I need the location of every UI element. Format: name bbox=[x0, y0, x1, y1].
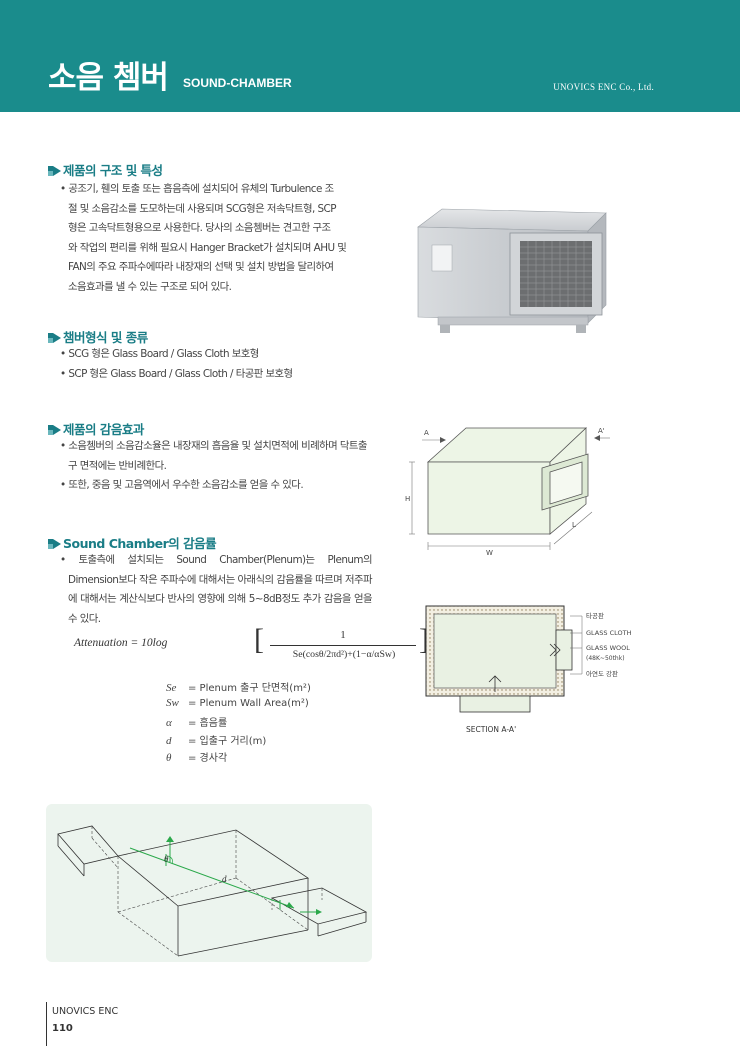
page-title: 소음 쳄버 bbox=[48, 60, 169, 96]
formula-numerator: 1 bbox=[340, 629, 346, 641]
section-marker-icon bbox=[48, 425, 61, 435]
variable-symbol: θ bbox=[166, 752, 172, 764]
variable-row: Se = Plenum 출구 단면적(m²) bbox=[166, 679, 311, 697]
section-marker-icon bbox=[48, 166, 61, 176]
product-photo bbox=[417, 208, 607, 333]
section-title-text: 제품의 구조 및 특성 bbox=[63, 163, 163, 178]
text-line: • 공조기, 휀의 토출 또는 흡음측에 설치되어 유체의 Turbulence… bbox=[60, 183, 334, 195]
page-header: 소음 쳄버 SOUND-CHAMBER UNOVICS ENC Co., Ltd… bbox=[0, 0, 740, 112]
layer-label: 아연도 강판 bbox=[586, 669, 618, 678]
section-title-text: Sound Chamber의 감음률 bbox=[63, 536, 217, 551]
page-number: 110 bbox=[52, 1023, 73, 1034]
path-diagram: θ d bbox=[57, 825, 368, 957]
label-d: d bbox=[222, 874, 227, 884]
label-l: L bbox=[572, 521, 576, 529]
list-item: • 토출측에 설치되는 Sound Chamber(Plenum)는 Plenu… bbox=[60, 554, 373, 625]
list-item: • SCG 형은 Glass Board / Glass Cloth 보호형 bbox=[60, 348, 259, 360]
attenuation-paragraph: • 토출측에 설치되는 Sound Chamber(Plenum)는 Plenu… bbox=[60, 551, 373, 629]
formula-denominator: Se(cosθ/2πd²)+(1−α/αSw) bbox=[292, 649, 396, 660]
chamber-isometric-drawing: A A' H W L bbox=[405, 427, 610, 557]
types-list: • SCG 형은 Glass Board / Glass Cloth 보호형 •… bbox=[60, 345, 372, 384]
attenuation-formula: Attenuation = 10log [ 1 Se(cosθ/2πd²)+(1… bbox=[74, 623, 429, 667]
section-marker-icon bbox=[48, 333, 61, 343]
formula-lhs: Attenuation = 10log bbox=[74, 637, 168, 649]
variable-desc: = 입출구 거리(m) bbox=[188, 735, 267, 747]
text-line: 절 및 소음감소를 도모하는데 사용되며 SCG형은 저속닥트형, SCP bbox=[68, 202, 337, 215]
layer-label: GLASS WOOL bbox=[586, 644, 630, 652]
variable-row: Sw = Plenum Wall Area(m²) bbox=[166, 697, 311, 715]
layer-label: (48K~50thk) bbox=[586, 655, 625, 662]
text-line: FAN의 주요 주파수에따라 내장재의 선택 및 설치 방법을 달리하여 bbox=[68, 261, 334, 273]
list-item: • SCP 형은 Glass Board / Glass Cloth / 타공판… bbox=[60, 367, 293, 380]
text-line: 소음효과를 낼 수 있는 구조로 되어 있다. bbox=[68, 280, 232, 293]
layer-label: 타공판 bbox=[586, 611, 604, 620]
variable-symbol: α bbox=[166, 717, 172, 729]
variable-desc: = 흡음률 bbox=[188, 718, 228, 729]
formula-fraction-bar bbox=[270, 645, 416, 646]
formula-bracket-right: ] bbox=[419, 623, 429, 656]
page-subtitle: SOUND-CHAMBER bbox=[183, 76, 292, 90]
label-w: W bbox=[486, 549, 493, 557]
footer-company: UNOVICS ENC bbox=[52, 1006, 119, 1017]
footer-divider bbox=[46, 1002, 47, 1046]
layer-label: GLASS CLOTH bbox=[586, 629, 632, 637]
label-a: A bbox=[424, 429, 429, 437]
variable-desc: = Plenum Wall Area(m²) bbox=[188, 697, 309, 709]
section-title-text: 챔버형식 및 종류 bbox=[63, 330, 148, 345]
section-drawing: 타공판 GLASS CLOTH GLASS WOOL (48K~50thk) 아… bbox=[425, 605, 632, 734]
label-a-prime: A' bbox=[598, 427, 605, 435]
section-title-effect: 제품의 감음효과 bbox=[48, 419, 144, 438]
list-item: • 또한, 중음 및 고음역에서 우수한 소음감소를 얻을 수 있다. bbox=[60, 479, 304, 491]
section-caption: SECTION A-A' bbox=[466, 725, 516, 734]
variable-row: α = 흡음률 bbox=[166, 714, 311, 732]
list-item: • 소음쳄버의 소음감소율은 내장재의 흡음율 및 설치면적에 비례하며 닥트출… bbox=[60, 440, 367, 472]
variable-symbol: Sw bbox=[166, 696, 179, 709]
label-h: H bbox=[405, 495, 410, 503]
variable-row: d = 입출구 거리(m) bbox=[166, 732, 311, 750]
section-title-structure: 제품의 구조 및 특성 bbox=[48, 160, 163, 179]
text-line: 와 작업의 편리를 위해 필요시 Hanger Bracket가 설치되며 AH… bbox=[68, 241, 347, 254]
variable-desc: = 경사각 bbox=[188, 753, 228, 764]
variable-desc: = Plenum 출구 단면적(m²) bbox=[188, 683, 311, 694]
company-name: UNOVICS ENC Co., Ltd. bbox=[553, 82, 654, 92]
structure-paragraph: • 공조기, 휀의 토출 또는 흡음측에 설치되어 유체의 Turbulence… bbox=[60, 180, 372, 297]
section-title-text: 제품의 감음효과 bbox=[63, 422, 144, 437]
section-title-attenuation: Sound Chamber의 감음률 bbox=[48, 533, 217, 552]
text-line: 형은 고속닥트형용으로 사용한다. 당사의 소음쳄버는 견고한 구조 bbox=[68, 222, 331, 234]
section-title-types: 챔버형식 및 종류 bbox=[48, 327, 148, 346]
label-theta: θ bbox=[164, 854, 169, 864]
variable-row: θ = 경사각 bbox=[166, 749, 311, 767]
section-marker-icon bbox=[48, 539, 61, 549]
formula-bracket-left: [ bbox=[254, 623, 264, 656]
variable-symbol: d bbox=[166, 734, 172, 747]
effect-list: • 소음쳄버의 소음감소율은 내장재의 흡음율 및 설치면적에 비례하며 닥트출… bbox=[60, 437, 372, 496]
variable-definitions: Se = Plenum 출구 단면적(m²) Sw = Plenum Wall Ar… bbox=[166, 679, 311, 767]
variable-symbol: Se bbox=[166, 682, 177, 694]
